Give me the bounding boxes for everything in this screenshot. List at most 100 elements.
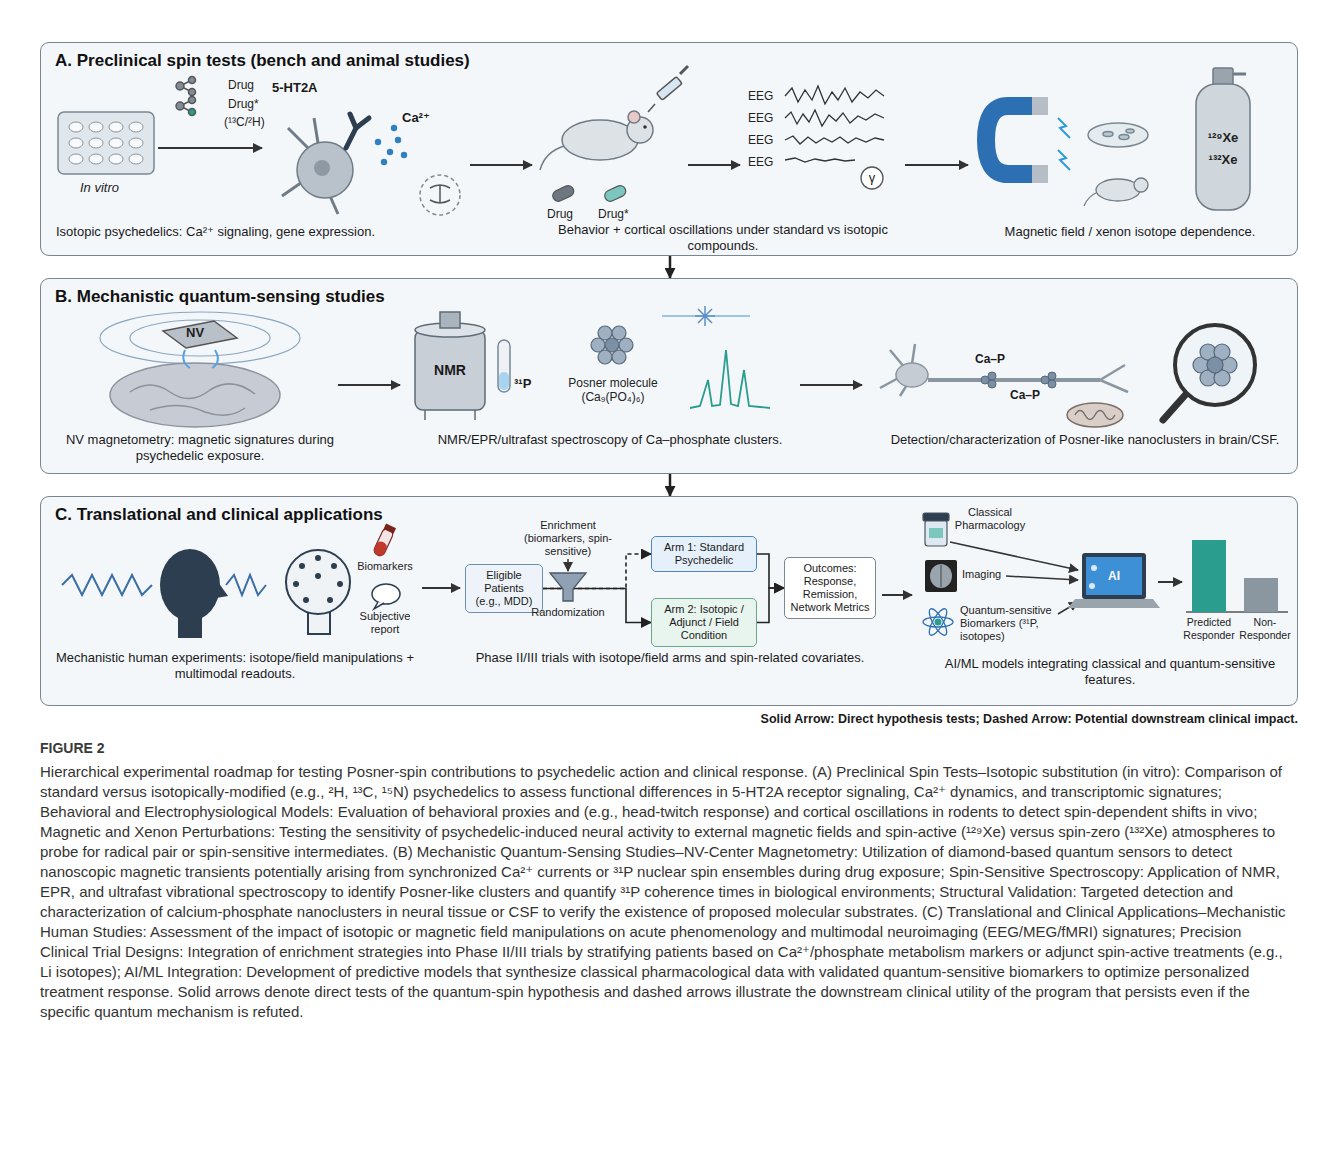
molecule-icon	[176, 102, 184, 110]
head-silhouette	[216, 582, 228, 598]
mitochondrion	[1067, 403, 1123, 427]
icon-label: Imaging	[962, 568, 1001, 581]
receptor	[346, 128, 356, 148]
nmr-machine	[440, 312, 460, 328]
pill-bottle	[923, 513, 949, 521]
eeg-cap-head	[293, 555, 343, 603]
calcium-ion	[387, 149, 393, 155]
eeg-trace	[785, 136, 884, 144]
stage-arrow	[338, 384, 400, 386]
magnetic-field-lines	[100, 312, 300, 364]
magnet	[1032, 97, 1048, 115]
panel-fill	[40, 278, 1298, 474]
syringe	[656, 77, 682, 101]
brain	[110, 350, 280, 427]
eeg-trace	[785, 110, 884, 126]
isotope-label: ³¹P	[514, 376, 531, 392]
magnifier	[1175, 325, 1255, 405]
magnet	[986, 106, 1040, 174]
speech-bubble	[372, 584, 400, 609]
stage-arrow	[422, 587, 460, 589]
funnel	[550, 573, 586, 601]
calcium-phosphate-cluster	[988, 380, 996, 388]
eeg-label: EEG	[748, 111, 773, 125]
mouse	[1096, 179, 1140, 201]
neuron	[314, 160, 330, 176]
icon-label: Biomarkers	[352, 560, 418, 573]
magnetic-field-lines	[130, 320, 270, 356]
sample-tube	[498, 340, 510, 392]
receptor	[346, 114, 369, 148]
eeg-cap-head	[286, 550, 350, 634]
box-text: Eligible Patients (e.g., MDD)	[471, 569, 537, 608]
brain-scan	[930, 564, 952, 588]
nv-diamond	[163, 321, 237, 348]
well-plate	[109, 138, 123, 148]
eeg-trace	[861, 167, 883, 189]
drug-label: Drug	[228, 78, 254, 92]
box-text: Outcomes: Response, Remission, Network M…	[790, 562, 870, 614]
blood-tube	[384, 524, 397, 534]
stage-arrow	[470, 164, 532, 166]
cluster-label: Ca–P	[975, 352, 1005, 366]
arm-box: Arm 1: Standard Psychedelic	[651, 536, 757, 572]
magnetic-field-lines	[100, 312, 300, 364]
mouse	[628, 111, 640, 123]
nmr-machine	[415, 312, 485, 420]
well-plate	[109, 122, 123, 132]
eeg-cap-head	[337, 581, 343, 587]
neuron	[330, 196, 338, 214]
syringe	[648, 104, 655, 112]
magnifier	[1207, 357, 1223, 373]
blood-tube	[373, 524, 396, 558]
stage-arrow	[158, 147, 262, 149]
well-plate	[129, 138, 143, 148]
patient-box: Eligible Patients (e.g., MDD)	[465, 564, 543, 613]
arm-box: Arm 2: Isotopic / Adjunct / Field Condit…	[651, 598, 757, 647]
well-plate	[129, 154, 143, 164]
pill	[551, 184, 576, 203]
neuron	[314, 118, 318, 143]
blood-tube	[373, 540, 389, 557]
well-plate	[129, 122, 143, 132]
eeg-label: EEG	[748, 155, 773, 169]
atom-icon	[926, 607, 950, 638]
pill	[603, 184, 628, 203]
legend-note: Solid Arrow: Direct hypothesis tests; Da…	[600, 712, 1298, 727]
gas-cylinder	[1196, 84, 1250, 210]
pill-bottle	[923, 513, 949, 546]
bar-label: Non-Responder	[1236, 616, 1294, 642]
stage-caption: Magnetic field / xenon isotope dependenc…	[970, 224, 1290, 240]
nmr-machine	[415, 330, 485, 410]
stage-caption: Behavior + cortical oscillations under s…	[548, 222, 898, 254]
calcium-ion	[391, 125, 397, 131]
stage-arrow	[882, 594, 912, 596]
bar-chart	[1192, 540, 1226, 612]
neuron	[282, 118, 353, 214]
magnifier	[1163, 325, 1255, 420]
eeg-trace	[785, 86, 884, 189]
syringe	[680, 66, 688, 74]
mouse	[1084, 178, 1148, 206]
sample-tube	[498, 340, 510, 392]
well-plate	[89, 154, 103, 164]
stage-arrow	[1006, 576, 1078, 580]
calcium-phosphate-cluster	[1048, 380, 1056, 388]
atom-icon	[923, 617, 953, 627]
eeg-cap-head	[299, 563, 305, 569]
nmr-machine	[474, 410, 476, 420]
neuron	[928, 378, 1100, 382]
molecule-icon	[189, 97, 196, 104]
magnet	[986, 97, 1070, 183]
well-plate	[109, 154, 123, 164]
atom-icon	[926, 607, 950, 638]
head-silhouette	[160, 549, 220, 621]
calcium-ion	[395, 137, 401, 143]
well-plate	[69, 138, 83, 148]
icon-label: Subjective report	[352, 610, 418, 636]
eeg-trace	[785, 158, 855, 162]
head-silhouette	[160, 549, 228, 638]
gas-cylinder	[1233, 73, 1246, 76]
panel-heading: C. Translational and clinical applicatio…	[55, 504, 1283, 525]
